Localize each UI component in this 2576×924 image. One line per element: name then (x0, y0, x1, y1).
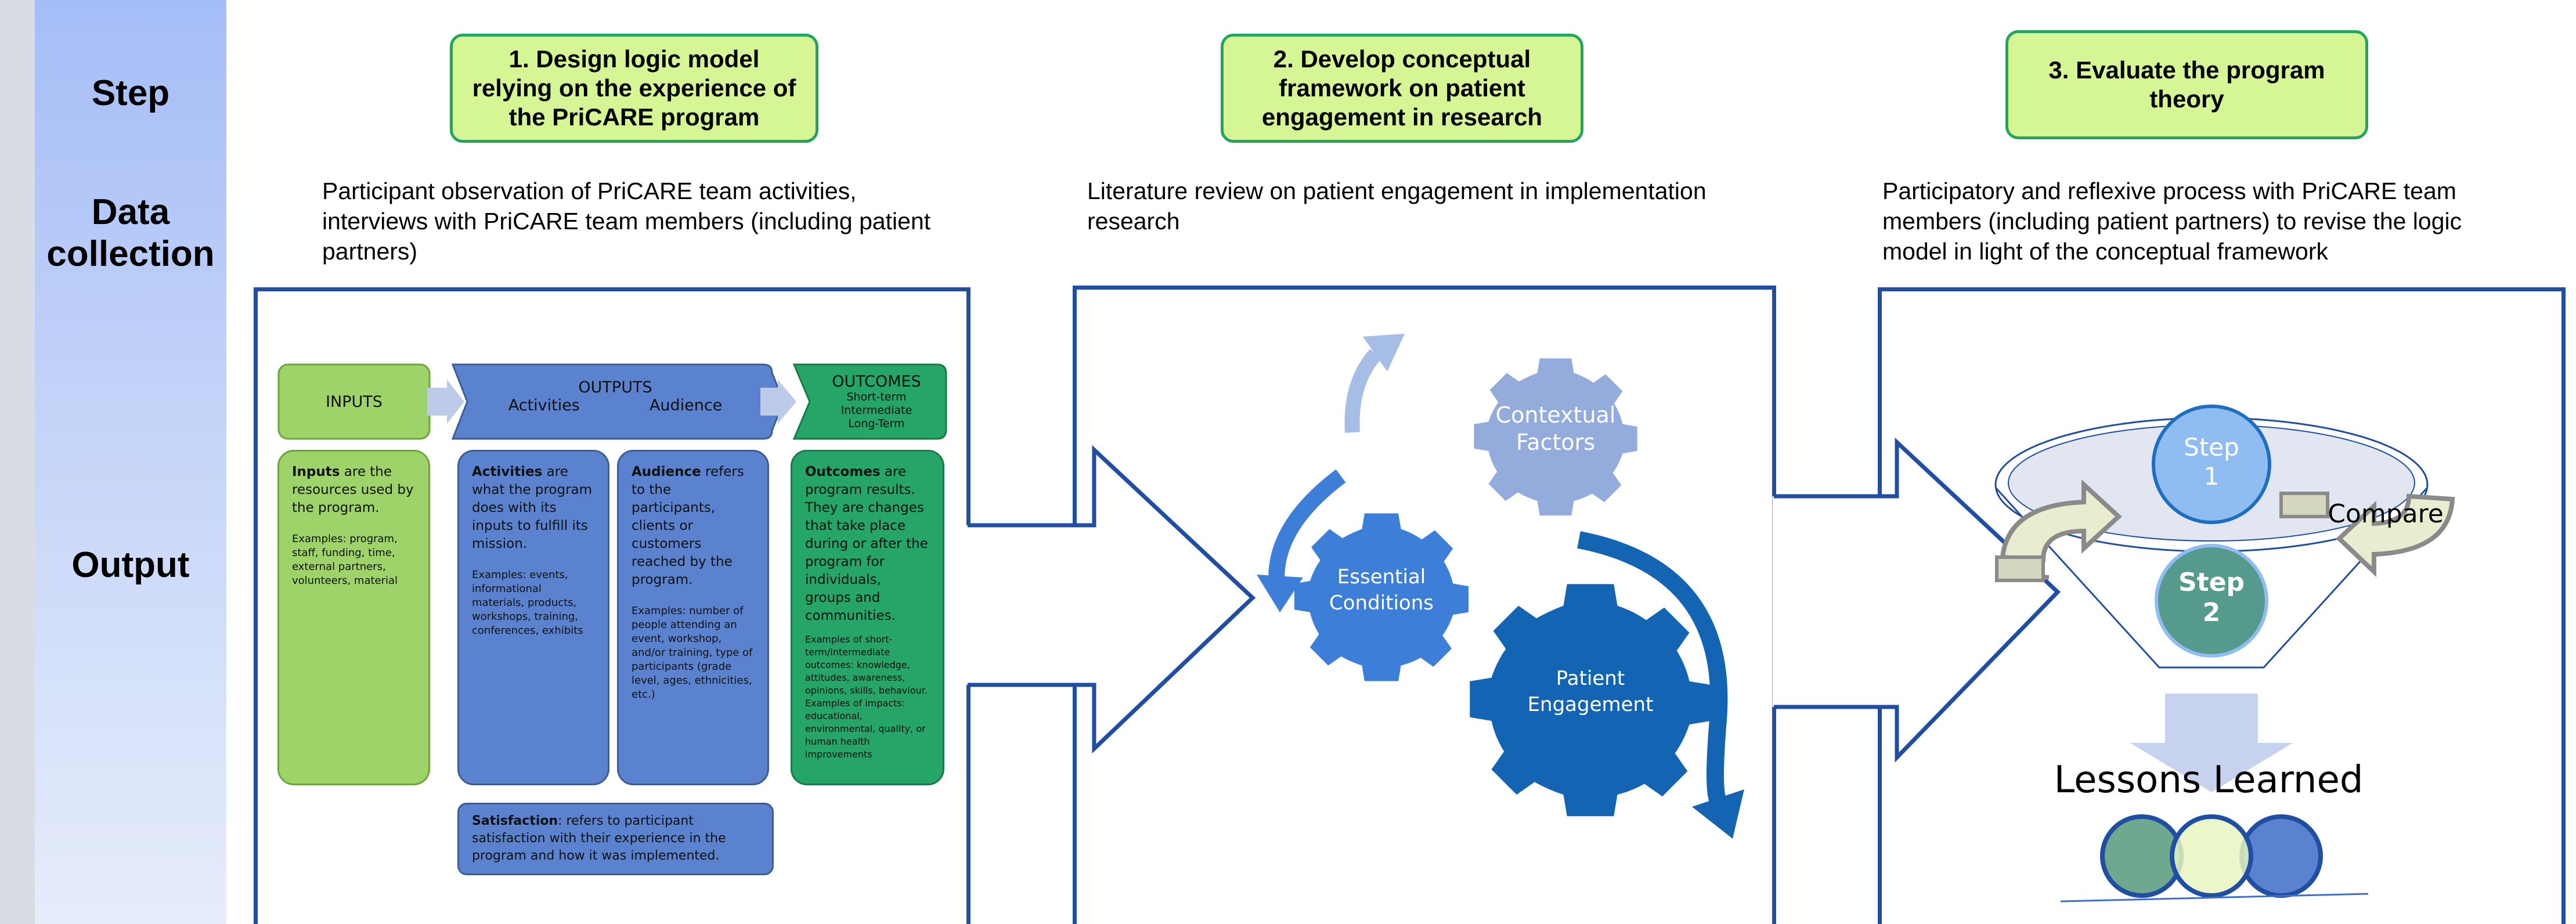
outcomes-sub-short: Short-term (846, 391, 907, 403)
outputs-header-shape (451, 363, 785, 440)
outputs-sub-activities: Activities (508, 396, 580, 414)
venn-underline (2060, 893, 2369, 903)
step-2-circle (2155, 544, 2268, 658)
essential-label-2: Conditions (1329, 591, 1434, 615)
activities-card: Activities are what the program does wit… (457, 450, 609, 785)
inputs-header: INPUTS (279, 364, 430, 439)
step-1-line1: 1. Design logic model (508, 45, 760, 73)
data-collection-3: Participatory and reflexive process with… (1882, 176, 2550, 266)
data-collection-2: Literature review on patient engagement … (1087, 176, 1784, 236)
arrow-icon (1268, 469, 1346, 587)
patient-label-1: Patient (1556, 667, 1625, 690)
outcomes-card-title: Outcomes (805, 464, 881, 479)
data-collection-3-line2: members (including patient partners) to … (1882, 208, 2462, 234)
row-label-collection-line2: collection (46, 234, 215, 274)
data-collection-1-line1: Participant observation of PriCARE team … (322, 178, 857, 204)
step-1-label-2: 1 (2204, 462, 2220, 490)
step-1-line3: the PriCARE program (508, 103, 760, 131)
data-collection-2-line2: research (1087, 208, 1180, 234)
lessons-learned-label: Lessons Learned (2054, 759, 2364, 802)
data-collection-3-line1: Participatory and reflexive process with… (1882, 178, 2456, 204)
inputs-header-label: INPUTS (326, 392, 383, 411)
outcomes-card-text: are program results. They are changes th… (805, 464, 928, 623)
outcomes-card-examples: Examples of short-term/intermediate outc… (805, 634, 928, 760)
satisfaction-card-title: Satisfaction (472, 814, 558, 828)
audience-card-examples: Examples: number of people attending an … (632, 605, 753, 701)
activities-card-examples: Examples: events, informational material… (472, 569, 583, 637)
step-2-label-2: 2 (2203, 598, 2221, 627)
venn-circle-middle (2170, 814, 2253, 898)
step-3-box: 3. Evaluate the program theory (2005, 30, 2368, 139)
step-1-label-1: Step (2184, 433, 2239, 461)
step-1-box: 1. Design logic model relying on the exp… (450, 34, 818, 143)
outcomes-header-label: OUTCOMES (832, 373, 921, 391)
row-label-data-collection: Data collection (35, 192, 226, 275)
step-2-label-1: Step (2178, 568, 2245, 597)
outcomes-sub-long: Long-Term (848, 417, 905, 430)
data-collection-1-line3: partners) (322, 238, 418, 265)
contextual-label-2: Factors (1516, 429, 1595, 455)
outcomes-header-shape (792, 363, 947, 440)
left-margin (0, 0, 35, 924)
step-3-line2: theory (2149, 85, 2224, 113)
outputs-sub-audience: Audience (649, 396, 723, 414)
row-label-column (35, 0, 226, 924)
outcomes-card: Outcomes are program results. They are c… (791, 450, 944, 785)
step-2-box: 2. Develop conceptual framework on patie… (1221, 34, 1583, 143)
activities-card-text: are what the program does with its input… (472, 464, 593, 551)
essential-label-1: Essential (1337, 565, 1426, 589)
funnel-body (1994, 486, 2429, 669)
gears-diagram: Contextual Factors Essential Conditions … (1257, 334, 1744, 839)
outcomes-sub-intermediate: Intermediate (840, 404, 912, 417)
venn-circle-left (2100, 814, 2184, 898)
row-label-step: Step (91, 73, 170, 113)
outputs-subheaders: Activities Audience (467, 396, 763, 414)
evaluation-diagram: Step 1 Step 2 Compare Lessons Learned (1994, 405, 2455, 903)
arrow-icon (1344, 349, 1381, 433)
data-collection-3-line3: model in light of the conceptual framewo… (1882, 238, 2329, 265)
data-collection-1: Participant observation of PriCARE team … (322, 176, 1019, 266)
inputs-card-examples: Examples: program, staff, funding, time,… (292, 533, 398, 587)
outcomes-header: OUTCOMES Short-term Intermediate Long-Te… (807, 366, 946, 438)
outputs-header: OUTPUTS Activities Audience (467, 367, 763, 436)
contextual-label-1: Contextual (1496, 402, 1616, 428)
satisfaction-card: Satisfaction: refers to participant sati… (457, 803, 774, 875)
audience-card-text: refers to the participants, clients or c… (632, 464, 744, 587)
inputs-card-text: are the resources used by the program. (292, 464, 414, 515)
step-2-line1: 2. Develop conceptual (1273, 45, 1531, 73)
arrow-icon (2000, 479, 2122, 563)
venn-circle-right (2239, 814, 2323, 898)
step-1-circle (2152, 405, 2271, 524)
data-collection-1-line2: interviews with PriCARE team members (in… (322, 208, 931, 234)
arrow-icon (1577, 531, 1728, 805)
arrow-icon (760, 380, 796, 424)
step-2-line2: framework on patient (1279, 74, 1525, 102)
logic-model-header-shapes (277, 363, 947, 440)
row-label-data-line1: Data (91, 192, 170, 232)
compare-label: Compare (2328, 499, 2444, 529)
satisfaction-card-text: : refers to participant satisfaction wit… (472, 814, 726, 863)
arrow-icon (2336, 493, 2455, 578)
step-3-line1: 3. Evaluate the program (2048, 56, 2325, 84)
audience-card-title: Audience (632, 464, 701, 479)
audience-card: Audience refers to the participants, cli… (617, 450, 769, 785)
data-collection-2-line1: Literature review on patient engagement … (1087, 178, 1706, 204)
step-2-line3: engagement in research (1261, 103, 1543, 131)
step-1-line2: relying on the experience of (472, 74, 796, 102)
patient-label-2: Engagement (1528, 693, 1654, 716)
arrow-icon (1257, 575, 1303, 612)
arrow-icon (1363, 334, 1405, 371)
inputs-card-title: Inputs (292, 464, 340, 479)
arrow-icon (1692, 789, 1744, 839)
arrow-icon (427, 380, 464, 424)
inputs-card: Inputs are the resources used by the pro… (277, 450, 430, 785)
outputs-header-label: OUTPUTS (578, 378, 652, 396)
arrow-icon (2130, 694, 2293, 792)
row-label-output: Output (71, 545, 190, 585)
activities-card-title: Activities (472, 464, 543, 479)
